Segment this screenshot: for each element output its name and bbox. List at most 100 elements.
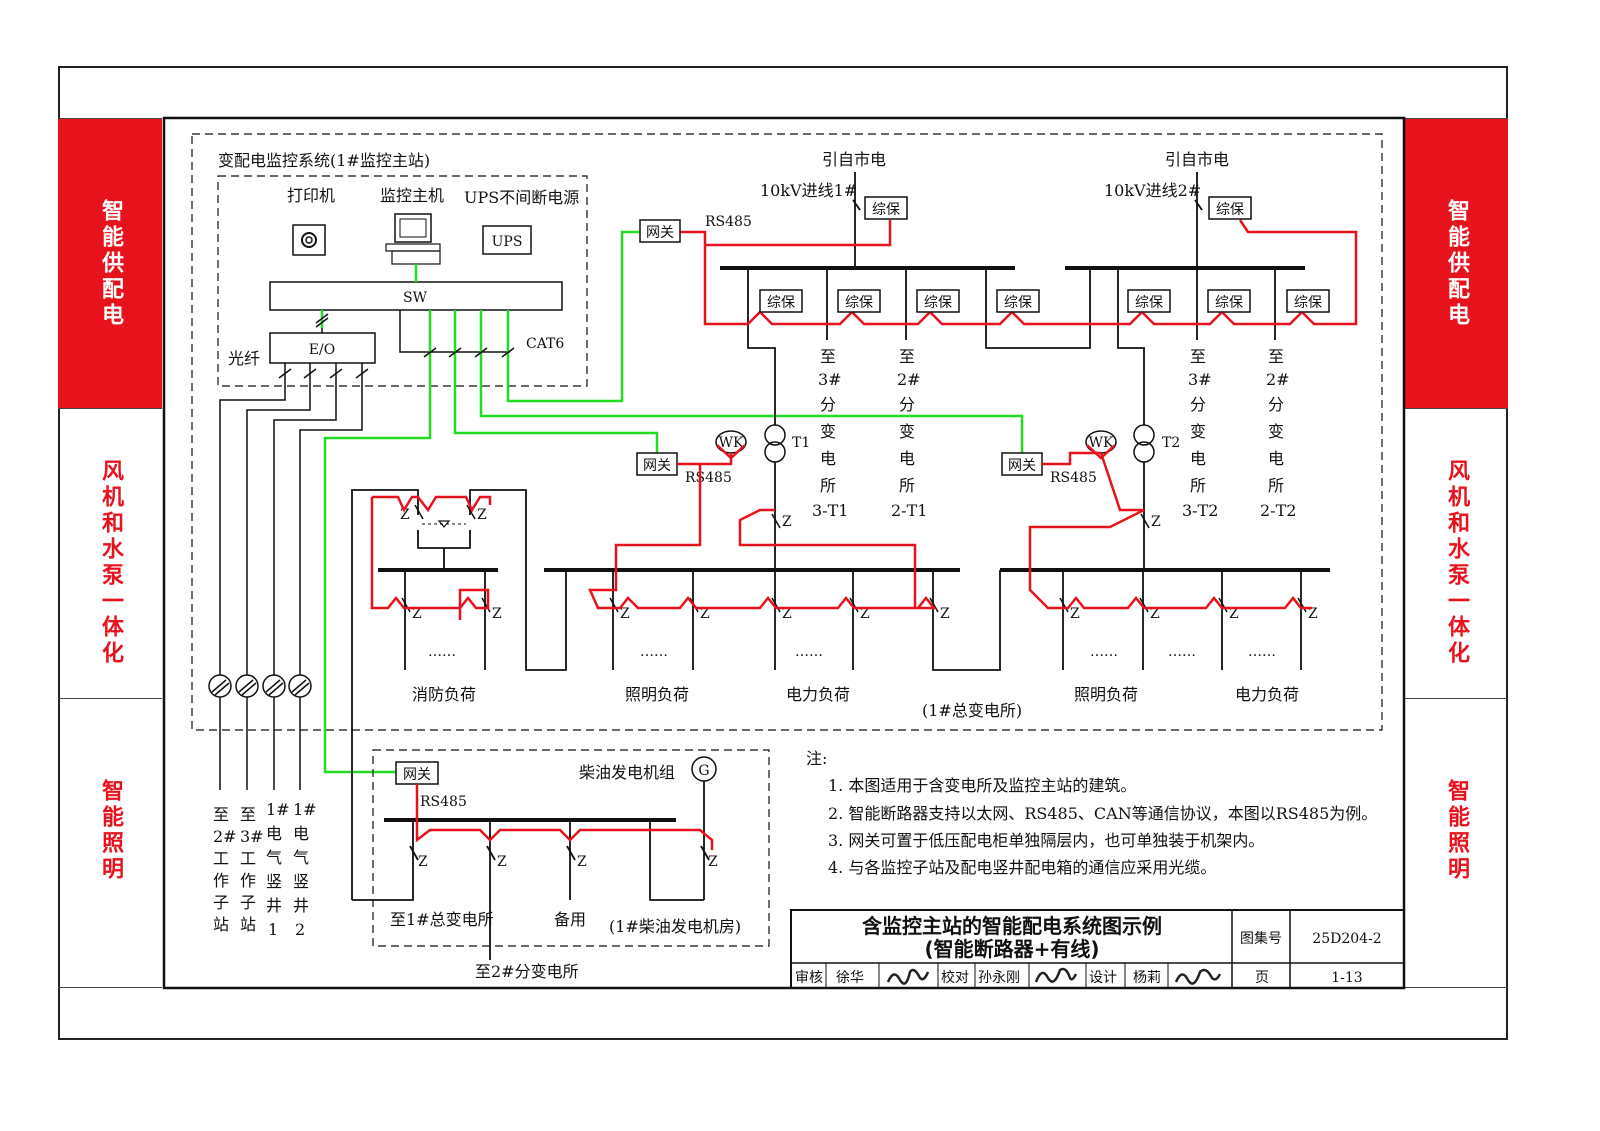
printer-icon: [292, 224, 326, 256]
host-label: 监控主机: [380, 186, 444, 205]
sidebar-label: 风机和水泵一体化: [98, 459, 123, 667]
lv-wiring: [351, 489, 1302, 900]
sidebar-left-section-lighting: 智能照明: [58, 698, 162, 988]
load-ellipsis: …… …… …… …… …… ……: [428, 644, 1276, 660]
rs485-lv-loop-fire: [370, 495, 492, 620]
switch-label: SW: [403, 290, 428, 306]
substation-label: (1#总变电所): [922, 701, 1022, 720]
sidebar-right-section-lighting: 智能照明: [1404, 698, 1508, 988]
protection-relay: 综保: [759, 289, 803, 313]
gateway-hv: 网关: [639, 219, 681, 243]
svg-text:综保: 综保: [1215, 295, 1243, 311]
load-label-lighting-2: 照明负荷: [1074, 685, 1138, 704]
sidebar-right-section-power: 智能供配电: [1404, 118, 1508, 408]
incoming-source-1: 引自市电: [822, 150, 886, 169]
rs485-lv-loop-1: [588, 444, 937, 610]
rs485-lv-loop-2: [1028, 444, 1312, 610]
sidebar-label: 智能供配电: [98, 199, 123, 329]
svg-text:综保: 综保: [872, 202, 900, 218]
checker-signature: [1034, 967, 1078, 983]
main-station-box: [217, 175, 588, 387]
transformer-t1-label: T1: [792, 435, 810, 451]
svg-text:……: ……: [1168, 644, 1196, 660]
breaker-symbols: [401, 504, 1307, 613]
sidebar-left-section-power: 智能供配电: [58, 118, 162, 408]
fiber-label: 光纤: [228, 349, 260, 368]
load-label-power-2: 电力负荷: [1235, 685, 1299, 704]
designer-signature: [1174, 968, 1222, 985]
check-label: 校对: [941, 969, 969, 986]
svg-text:Z: Z: [497, 854, 507, 870]
rs485-label-hv: RS485: [705, 214, 752, 230]
rs485-label-lv1: RS485: [685, 470, 732, 486]
svg-text:……: ……: [428, 644, 456, 660]
drawing-subtitle: (智能断路器+有线): [924, 937, 1099, 961]
main-station-title: 变配电监控系统(1#监控主站): [218, 151, 430, 170]
sidebar-right-section-fan: 风机和水泵一体化: [1404, 408, 1508, 698]
svg-text:WK: WK: [1089, 435, 1114, 451]
incoming-line-2: 10kV进线2#: [1104, 181, 1201, 200]
transformer-t2-label: T2: [1162, 435, 1180, 451]
rs485-label-lv2: RS485: [1050, 470, 1097, 486]
printer-label: 打印机: [287, 186, 335, 205]
ups-box: [482, 225, 532, 255]
designer-name: 杨莉: [1133, 970, 1161, 986]
ups-label: UPS不间断电源: [464, 188, 579, 207]
protection-relay: 综保: [864, 196, 908, 220]
page-label: 页: [1255, 970, 1269, 986]
generator-icon: G: [691, 756, 717, 782]
note-item: 3. 网关可置于低压配电柜单独隔层内，也可单独装于机架内。: [828, 831, 1264, 850]
load-label-fire: 消防负荷: [412, 685, 476, 704]
svg-text:……: ……: [795, 644, 823, 660]
reviewer-signature: [886, 968, 930, 985]
load-label-lighting-1: 照明负荷: [625, 685, 689, 704]
fiber-lines: [219, 363, 369, 790]
page-number: 1-13: [1331, 970, 1362, 986]
atlas-label: 图集号: [1240, 930, 1282, 947]
note-item: 2. 智能断路器支持以太网、RS485、CAN等通信协议，本图以RS485为例。: [828, 804, 1377, 823]
generator-title: 柴油发电机组: [579, 763, 675, 782]
wk-controller: WK: [1085, 430, 1117, 454]
title-block: [790, 909, 1405, 989]
notes-heading: 注:: [806, 749, 827, 768]
svg-text:Z: Z: [1070, 606, 1080, 622]
svg-text:Z: Z: [700, 606, 710, 622]
svg-text:Z: Z: [708, 854, 718, 870]
gateway-lv-1: 网关: [636, 452, 678, 476]
transformer-t2: [1133, 424, 1155, 463]
note-item: 4. 与各监控子站及配电竖井配电箱的通信应采用光缆。: [828, 858, 1216, 877]
svg-text:WK: WK: [719, 435, 744, 451]
sidebar-label: 风机和水泵一体化: [1444, 459, 1469, 667]
generator-dest-sub2: 至2#分变电所: [475, 962, 579, 981]
svg-text:综保: 综保: [1135, 295, 1163, 311]
svg-text:网关: 网关: [403, 767, 431, 783]
svg-text:G: G: [698, 763, 709, 779]
svg-text:综保: 综保: [1294, 295, 1322, 311]
generator-dest-main: 至1#总变电所: [390, 910, 494, 929]
protection-relay: 综保: [1286, 289, 1330, 313]
sidebar-label: 智能供配电: [1444, 199, 1469, 329]
rs485-hv-loop: [680, 219, 1358, 326]
svg-text:综保: 综保: [1216, 202, 1244, 218]
svg-text:Z: Z: [412, 606, 422, 622]
drawing-title: 含监控主站的智能配电系统图示例: [862, 914, 1162, 938]
svg-text:Z: Z: [782, 606, 792, 622]
generator-room-box: [372, 749, 770, 947]
load-label-power-1: 电力负荷: [786, 685, 850, 704]
sidebar-label: 智能照明: [1444, 779, 1469, 883]
svg-text:Z: Z: [1150, 606, 1160, 622]
sidebar-left-section-fan: 风机和水泵一体化: [58, 408, 162, 698]
svg-text:Z: Z: [620, 606, 630, 622]
eo-label: E/O: [309, 342, 335, 358]
design-label: 设计: [1089, 970, 1117, 986]
protection-relay: 综保: [837, 289, 881, 313]
substation-region: [191, 133, 1383, 731]
svg-text:Z: Z: [400, 507, 410, 523]
